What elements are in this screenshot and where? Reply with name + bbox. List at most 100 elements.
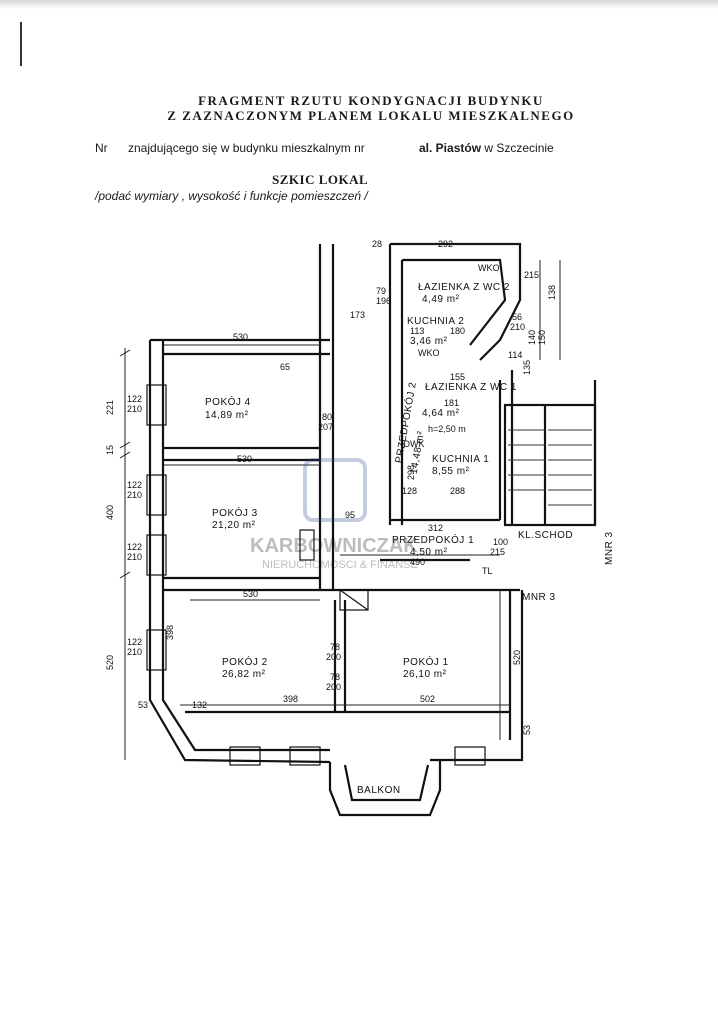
dim-78-a: 78: [330, 642, 340, 652]
dim-215: 215: [524, 270, 539, 280]
room-area-lazienka2: 4,49 m²: [422, 294, 460, 305]
walls: [148, 242, 597, 817]
scan-shadow: [0, 0, 718, 9]
room-label-lazienka1: ŁAZIENKA Z WC 1: [425, 382, 517, 393]
dim-140: 140: [527, 330, 537, 345]
room-area-kuchnia1: 8,55 m²: [432, 466, 470, 477]
dim-155: 155: [450, 372, 465, 382]
room-label-pokoj1: POKÓJ 1: [403, 655, 449, 668]
dim-122-d: 122: [127, 637, 142, 647]
label-kl-schod: KL.SCHOD: [518, 530, 573, 541]
dim-210-d: 210: [127, 647, 142, 657]
dim-221: 221: [105, 400, 115, 415]
dim-520-right: 520: [512, 650, 522, 665]
dim-530-mid: 530: [237, 454, 252, 464]
dim-210-c: 210: [127, 552, 142, 562]
room-label-kuchnia2: KUCHNIA 2: [407, 316, 464, 327]
dim-210-a: 210: [127, 404, 142, 414]
dim-122-a: 122: [127, 394, 142, 404]
room-label-przedpokoj1: PRZEDPOKÓJ 1: [392, 533, 474, 546]
watermark: KARBOWNICZAK NIERUCHOMOŚCI & FINANSE: [250, 458, 418, 571]
room-area-pokoj4: 14,89 m²: [205, 410, 249, 421]
dim-56: 56: [512, 312, 522, 322]
dim-128: 128: [402, 486, 417, 496]
watermark-tagline: NIERUCHOMOŚCI & FINANSE: [262, 558, 418, 571]
dim-173: 173: [350, 310, 365, 320]
dim-530-bottom: 530: [243, 589, 258, 599]
room-area-pokoj1: 26,10 m²: [403, 669, 447, 680]
dim-490: 490: [410, 557, 425, 567]
dim-53-left: 53: [138, 700, 148, 710]
dim-210-e: 210: [510, 322, 525, 332]
dim-65: 65: [280, 362, 290, 372]
street-name: al. Piastów: [419, 141, 482, 155]
room-label-pokoj4: POKÓJ 4: [205, 395, 251, 408]
dim-180: 180: [450, 326, 465, 336]
dim-502: 502: [420, 694, 435, 704]
dim-122-c: 122: [127, 542, 142, 552]
dim-398-side: 398: [165, 625, 175, 640]
room-area-lazienka1: 4,64 m²: [422, 408, 460, 419]
room-label-kuchnia1: KUCHNIA 1: [432, 454, 489, 465]
dim-135: 135: [522, 360, 532, 375]
dim-122-b: 122: [127, 480, 142, 490]
label-wko: WKO: [418, 348, 440, 358]
margin-mark: [20, 22, 22, 66]
building-text: znajdującego się w budynku mieszkalnym n…: [128, 141, 365, 155]
dim-200-b: 200: [326, 682, 341, 692]
watermark-brand: KARBOWNICZAK: [250, 535, 418, 557]
label-mnr3-vertical: MNR 3: [604, 531, 615, 565]
dim-207: 207: [318, 422, 333, 432]
sketch-title: SZKIC LOKAL: [272, 172, 369, 187]
windows: [146, 384, 486, 766]
label-mnr3: MNR 3: [522, 592, 556, 603]
room-area-przedpokoj1: 4,50 m²: [410, 547, 448, 558]
watermark-logo-icon: [303, 458, 367, 522]
dim-312: 312: [428, 523, 443, 533]
address: al. Piastów w Szczecinie: [419, 141, 554, 155]
dim-200-a: 200: [326, 652, 341, 662]
room-area-pokoj3: 21,20 m²: [212, 520, 256, 531]
dim-288: 288: [450, 486, 465, 496]
dim-113: 113: [410, 326, 424, 336]
document-title-line1: FRAGMENT RZUTU KONDYGNACJI BUDYNKU: [198, 93, 544, 108]
dimension-lines: [119, 243, 561, 760]
room-area-pokoj2: 26,82 m²: [222, 669, 266, 680]
room-label-lazienka2: ŁAZIENKA Z WC 2: [418, 282, 510, 293]
stair-treads: [508, 429, 592, 506]
dim-210-b: 210: [127, 490, 142, 500]
dim-53-right: 53: [522, 725, 532, 735]
dim-80: 80: [322, 412, 332, 422]
dim-292: 292: [438, 239, 453, 249]
dim-298: 298: [406, 465, 416, 480]
room-label-pokoj2: POKÓJ 2: [222, 655, 268, 668]
label-owk: OWK: [403, 439, 425, 449]
dim-79: 79: [376, 286, 386, 296]
dim-398-bottom: 398: [283, 694, 298, 704]
dim-400: 400: [105, 505, 115, 520]
dim-132: 132: [192, 700, 207, 710]
dim-196: 196: [376, 296, 391, 306]
room-label-balkon: BALKON: [357, 785, 401, 796]
dim-15: 15: [105, 445, 115, 455]
dim-138: 138: [547, 285, 557, 300]
document-title-line2: Z ZAZNACZONYM PLANEM LOKALU MIESZKALNEGO: [167, 108, 575, 123]
nr-label: Nr: [95, 141, 108, 155]
dim-28: 28: [372, 239, 382, 249]
label-tl: TL: [482, 566, 493, 576]
dim-215-b: 215: [490, 547, 505, 557]
dim-530-top: 530: [233, 332, 248, 342]
dim-150: 150: [537, 330, 547, 345]
city-name: w Szczecinie: [484, 141, 554, 155]
dim-95: 95: [345, 510, 355, 520]
label-wko-top: WKO: [478, 263, 500, 273]
dim-78-b: 78: [330, 672, 340, 682]
dim-181: 181: [444, 398, 459, 408]
room-area-kuchnia2: 3,46 m²: [410, 336, 448, 347]
room-label-pokoj3: POKÓJ 3: [212, 506, 258, 519]
dim-114: 114: [508, 350, 522, 360]
floor-plan: POKÓJ 4 14,89 m² POKÓJ 3 21,20 m² POKÓJ …: [105, 239, 615, 817]
dim-100: 100: [493, 537, 508, 547]
sketch-instruction: /podać wymiary , wysokość i funkcje pomi…: [95, 189, 368, 203]
dim-520-left: 520: [105, 655, 115, 670]
